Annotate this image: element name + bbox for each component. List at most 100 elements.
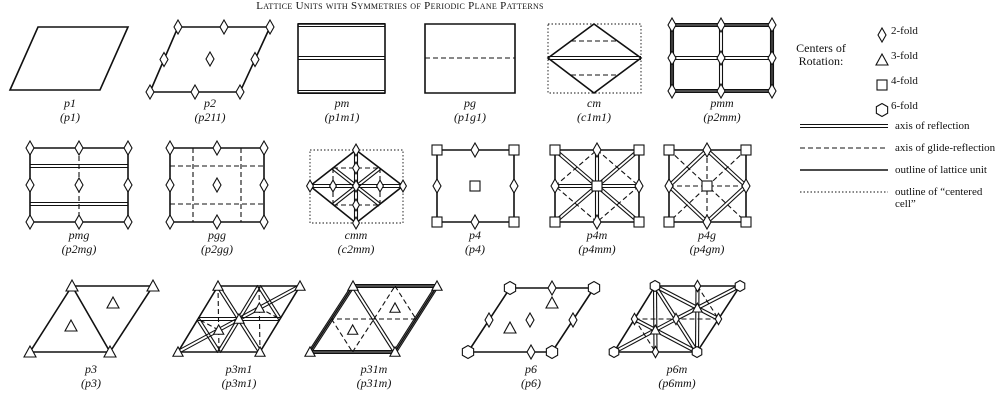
pattern-name: p4 — [469, 228, 481, 242]
caption-p3: p3(p3) — [36, 362, 146, 390]
hexagon-icon — [503, 280, 517, 296]
lattice-pgg — [165, 139, 269, 231]
glide-axis — [373, 285, 396, 320]
reflection-axis — [353, 284, 397, 352]
pattern-name: p4g — [698, 228, 716, 242]
diamond-icon — [123, 213, 133, 231]
diamond-icon — [250, 51, 260, 68]
lattice-p2 — [145, 18, 275, 101]
caption-pg: pg(p1g1) — [415, 96, 525, 124]
diamond-icon — [25, 213, 35, 231]
square-icon — [740, 144, 752, 156]
diamond-icon — [328, 178, 338, 194]
caption-p2: p2(p211) — [155, 96, 265, 124]
reflection-axis — [697, 306, 720, 319]
diamond-icon — [634, 177, 644, 195]
caption-p4m: p4m(p4mm) — [542, 228, 652, 256]
reflection-axis — [177, 317, 239, 352]
square-icon — [876, 79, 888, 91]
reflection-axis — [696, 284, 740, 308]
diamond-icon — [664, 177, 674, 195]
pattern-name: pgg — [208, 228, 226, 242]
diamond-icon — [398, 178, 408, 194]
rect-outline — [424, 23, 516, 94]
reflection-axis — [655, 284, 699, 308]
square-icon — [469, 180, 481, 192]
legend: Centers of Rotation: 2-fold 3-fold 4-fol… — [795, 20, 1000, 230]
glide-axis — [197, 318, 219, 331]
diamond-icon — [165, 139, 175, 157]
glide-axis — [258, 307, 261, 353]
reflection-axis — [178, 319, 240, 354]
caption-p6m: p6m(p6mm) — [622, 362, 732, 390]
square-icon — [431, 216, 443, 228]
diamond-icon — [509, 177, 519, 195]
lattice-pm — [297, 22, 386, 95]
triangle-icon — [875, 52, 889, 66]
lattice-p1 — [8, 26, 130, 91]
diamond-icon — [550, 177, 560, 195]
legend-label-6fold: 6-fold — [891, 100, 918, 112]
pattern-name: pg — [464, 96, 476, 110]
square-icon — [549, 216, 561, 228]
diamond-icon — [432, 177, 442, 195]
pattern-full-symbol: (p6) — [521, 376, 541, 390]
reflection-axis — [259, 284, 282, 319]
triangle-icon — [303, 345, 317, 357]
lattice-pmm — [667, 16, 777, 100]
pattern-name: cm — [587, 96, 601, 110]
diamond-icon — [123, 176, 133, 194]
diamond-icon — [259, 176, 269, 194]
hexagon-icon — [875, 102, 889, 118]
glide-axis — [217, 285, 220, 331]
diamond-icon — [74, 213, 84, 231]
diamond-icon — [702, 141, 712, 159]
diamond-icon — [212, 176, 222, 194]
legend-label-4fold: 4-fold — [891, 75, 918, 87]
triangle-icon — [293, 279, 307, 291]
diamond-icon — [25, 139, 35, 157]
pattern-name: p6m — [666, 362, 688, 376]
pattern-name: pmg — [68, 228, 90, 242]
triangle-icon — [232, 312, 246, 324]
triangle-icon — [253, 301, 266, 313]
lattice-cmm — [305, 142, 408, 231]
pattern-full-symbol: (p3m1) — [221, 376, 257, 390]
diamond-icon — [190, 83, 200, 101]
triangle-icon — [346, 323, 359, 335]
triangle-icon — [430, 279, 444, 291]
reflection-axis — [669, 184, 709, 222]
lattice-p6m — [608, 279, 746, 359]
square-icon — [740, 216, 752, 228]
lattice-p3m1 — [171, 279, 307, 357]
pattern-full-symbol: (p4mm) — [578, 242, 616, 256]
glide-axis — [634, 318, 656, 353]
triangle-icon — [171, 345, 185, 357]
rhombus-outline — [546, 23, 643, 95]
diamond-icon — [667, 82, 677, 100]
reflection-axis — [395, 286, 439, 354]
square-icon — [633, 216, 645, 228]
lattice-p4m — [549, 141, 645, 231]
diamond-icon — [592, 141, 602, 159]
caption-pm: pm(p1m1) — [287, 96, 397, 124]
glide-axis — [394, 285, 417, 320]
diamond-icon — [351, 197, 361, 213]
diamond-icon — [693, 279, 702, 293]
diamond-icon — [547, 279, 557, 297]
lattice-pmg — [25, 139, 133, 231]
reflection-axis — [633, 319, 655, 332]
caption-p4: p4(p4) — [420, 228, 530, 256]
glide-axis — [697, 285, 719, 320]
diamond-icon — [714, 312, 723, 326]
triangle-icon — [212, 323, 225, 335]
caption-pmm: pmm(p2mm) — [667, 96, 777, 124]
diamond-icon — [165, 176, 175, 194]
square-icon — [701, 180, 713, 192]
diamond-icon — [672, 312, 680, 326]
hexagon-icon — [649, 279, 661, 293]
pattern-name: p2 — [204, 96, 216, 110]
reflection-axis — [351, 286, 395, 354]
caption-p31m: p31m(p31m) — [319, 362, 429, 390]
diamond-icon — [351, 142, 361, 158]
